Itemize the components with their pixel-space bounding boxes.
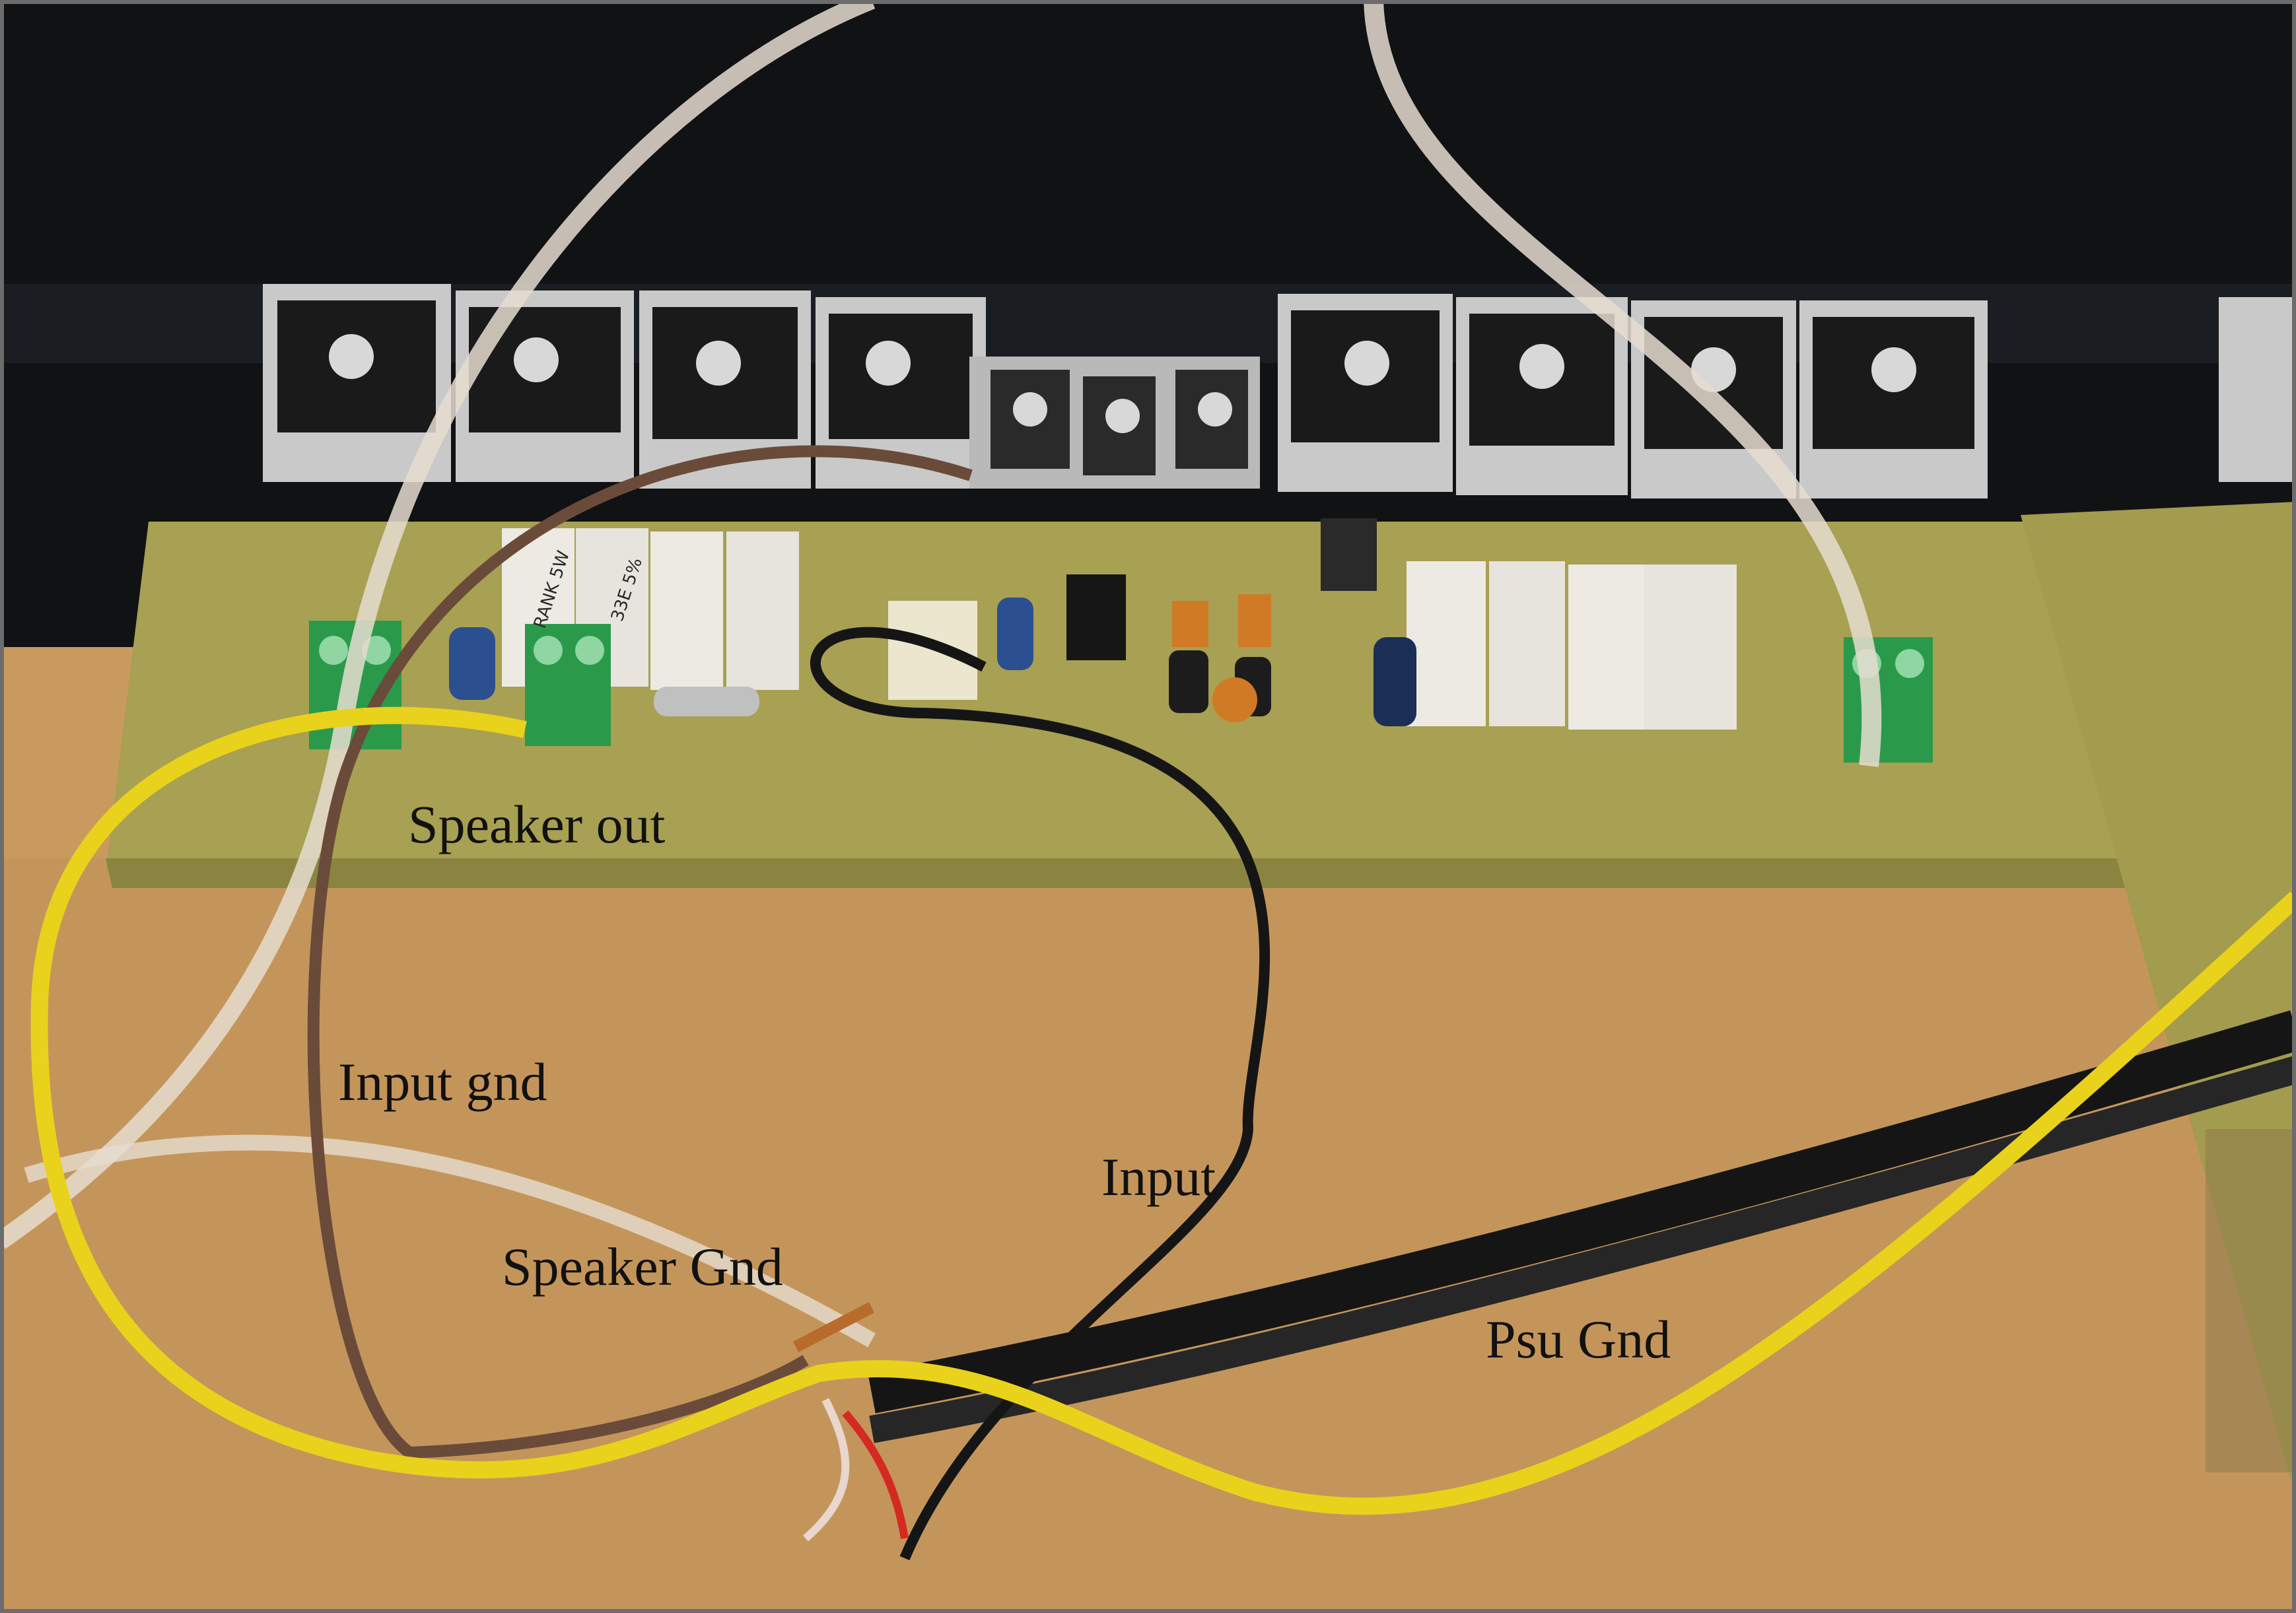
small-components: [449, 518, 1416, 726]
wire-icon: [1364, 0, 1882, 767]
label-speaker-gnd: Speaker Gnd: [502, 1237, 783, 1297]
wire-icon: [842, 1410, 909, 1539]
left-transistors: [263, 284, 986, 489]
capacitor-icon: [1169, 650, 1208, 713]
capacitor-icon: [1172, 601, 1208, 647]
capacitor-icon: [449, 627, 495, 700]
resistor-icon: [1489, 561, 1565, 726]
transistor-icon: [2219, 297, 2296, 482]
trimmer: [1321, 518, 1377, 591]
label-input: Input: [1101, 1147, 1216, 1207]
wire-icon: [810, 627, 1270, 1561]
resistor-icon: [726, 532, 799, 690]
pcb-edge: [106, 858, 2173, 888]
capacitor-icon: [1238, 594, 1271, 647]
right-power-resistors: [1407, 561, 1737, 730]
resistor-icon: [1568, 565, 1644, 730]
label-speaker-out: Speaker out: [408, 794, 666, 854]
ic-chip: [1066, 574, 1126, 660]
capacitor-icon: [1212, 677, 1257, 722]
resistor-icon: [650, 532, 723, 690]
wire-icon: [0, 0, 876, 1249]
resistor-icon: [1644, 565, 1737, 730]
wire-icon: [803, 1398, 850, 1542]
wire-icon: [307, 445, 973, 1459]
wire-icon: [792, 1302, 875, 1352]
connector-header: [888, 601, 977, 700]
capacitor-icon: [997, 598, 1033, 670]
label-psu-gnd: Psu Gnd: [1486, 1309, 1671, 1369]
desk-dark-edge: [2206, 1129, 2296, 1472]
label-input-gnd: Input gnd: [338, 1052, 547, 1112]
resistor-icon: [654, 687, 759, 716]
capacitor-icon: [1374, 637, 1416, 726]
wire-icon: [869, 1056, 2296, 1443]
driver-transistors: [969, 357, 1260, 489]
desk-shadow: [0, 858, 2296, 1613]
wire-icon: [24, 1134, 876, 1348]
resistor-icon: [1407, 561, 1486, 726]
wire-icon: [30, 706, 2296, 1515]
